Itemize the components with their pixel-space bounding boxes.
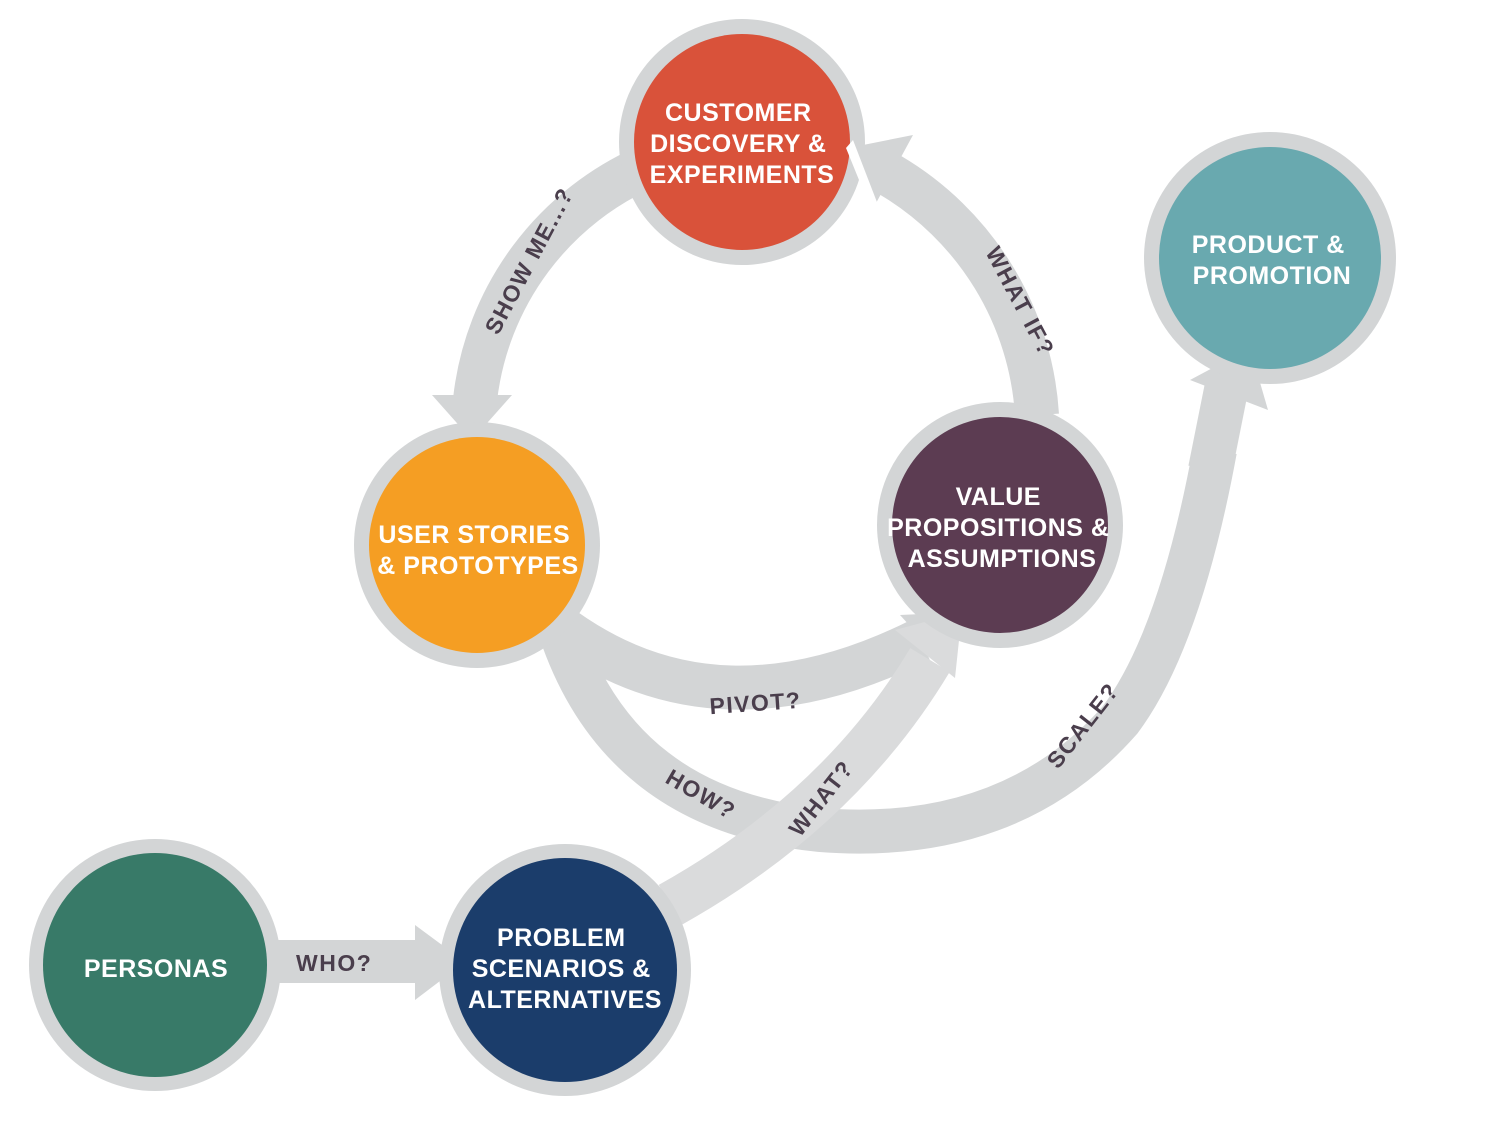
label-line: ASSUMPTIONS <box>908 545 1097 573</box>
node-value-propositions-label: VALUE PROPOSITIONS & ASSUMPTIONS <box>887 483 1117 573</box>
arrow-pivot-band <box>552 611 930 710</box>
label-line: PROMOTION <box>1193 262 1352 290</box>
node-product-promotion-label: PRODUCT & PROMOTION <box>1192 231 1353 290</box>
arrow-show-me <box>432 144 659 440</box>
arrowhead-notch <box>846 140 880 212</box>
arrow-who-band <box>270 940 420 983</box>
arrow-label-who: WHO? <box>296 950 372 976</box>
arrow-label-show-me: SHOW ME...? <box>479 183 578 338</box>
node-problem-scenarios[interactable]: PROBLEM SCENARIOS & ALTERNATIVES <box>439 844 691 1096</box>
node-personas-label: PERSONAS <box>84 955 228 983</box>
node-product-promotion[interactable]: PRODUCT & PROMOTION <box>1144 132 1396 384</box>
node-user-stories[interactable]: USER STORIES & PROTOTYPES <box>354 422 600 668</box>
arrow-what-if-band <box>878 156 1059 417</box>
label-line: PRODUCT & <box>1192 231 1345 259</box>
arrow-what-band <box>658 648 950 926</box>
arrow-how-scale-band <box>539 446 1237 854</box>
label-line: USER STORIES <box>378 521 570 549</box>
label-line: DISCOVERY & <box>650 130 826 158</box>
label-line: PROPOSITIONS & <box>887 514 1109 542</box>
label-line: CUSTOMER <box>665 99 812 127</box>
node-customer-discovery[interactable]: CUSTOMER DISCOVERY & EXPERIMENTS <box>619 19 865 265</box>
node-product-promotion-fill <box>1159 147 1381 369</box>
label-line: SCENARIOS & <box>472 955 651 983</box>
node-user-stories-fill <box>369 437 585 653</box>
label-line: EXPERIMENTS <box>650 161 835 189</box>
label-line: PROBLEM <box>497 924 626 952</box>
node-personas[interactable]: PERSONAS <box>29 839 281 1091</box>
arrow-show-me-band <box>453 144 659 403</box>
node-problem-scenarios-label: PROBLEM SCENARIOS & ALTERNATIVES <box>468 924 662 1014</box>
label-line: VALUE <box>956 483 1041 511</box>
label-line: PERSONAS <box>84 955 228 983</box>
node-user-stories-label: USER STORIES & PROTOTYPES <box>377 521 578 580</box>
arrow-show-me-head <box>432 395 512 440</box>
arrow-scale-neck <box>1188 375 1250 475</box>
label-line: ALTERNATIVES <box>468 986 662 1014</box>
node-value-propositions[interactable]: VALUE PROPOSITIONS & ASSUMPTIONS <box>877 402 1123 648</box>
arrow-label-pivot: PIVOT? <box>709 687 803 719</box>
node-problem-scenarios-fill <box>453 858 677 1082</box>
node-value-propositions-fill <box>892 417 1108 633</box>
node-customer-discovery-label: CUSTOMER DISCOVERY & EXPERIMENTS <box>650 99 835 189</box>
node-customer-discovery-fill <box>634 34 850 250</box>
node-personas-fill <box>43 853 267 1077</box>
label-line: & PROTOTYPES <box>377 552 578 580</box>
